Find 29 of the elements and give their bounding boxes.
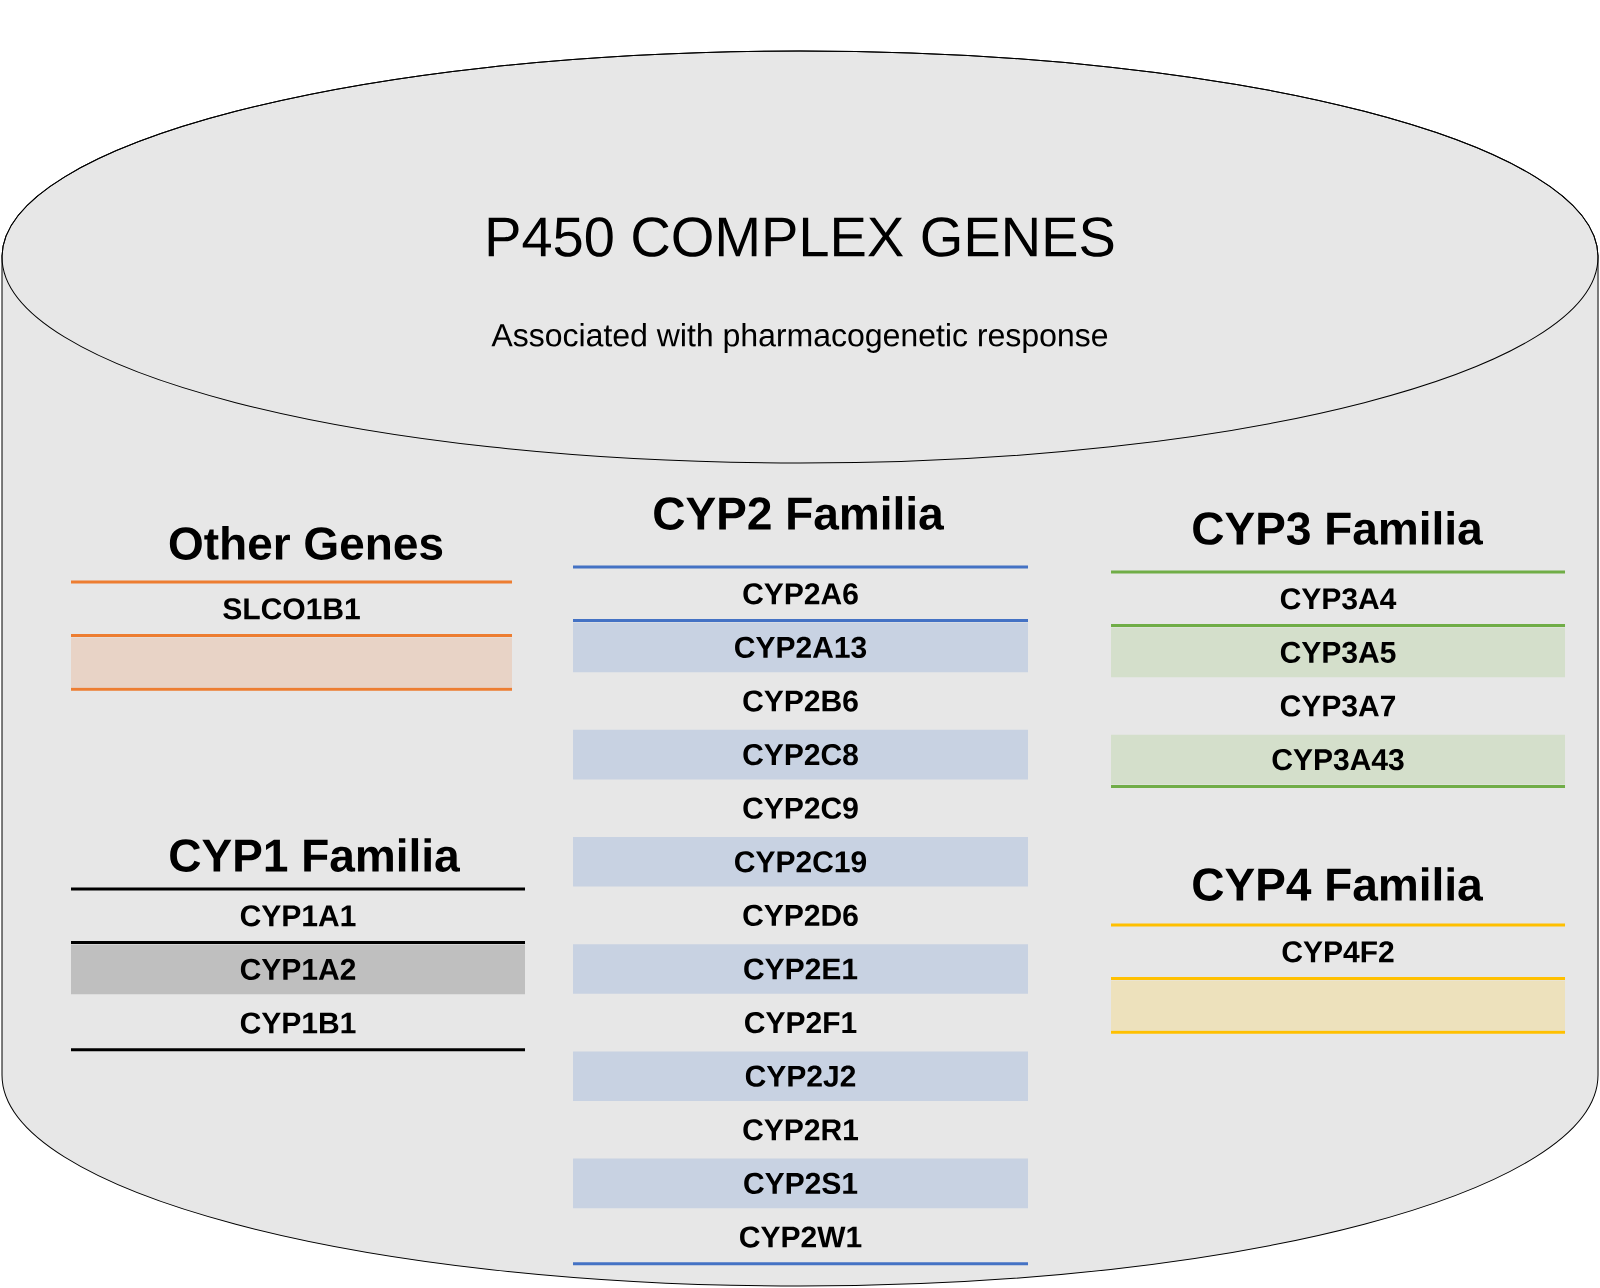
empty-row [71,637,512,688]
gene-table: CYP3 Familia [1193,511,1483,545]
table-row: CYP1A2 [71,944,525,995]
table-row: CYP2S1 [573,1158,1028,1209]
gene-table: CYP2 Familia [654,496,944,530]
table-row: CYP2J2 [573,1051,1028,1101]
table-row: CYP2C19 [573,837,1028,887]
gene-table: CYP4 Familia [1193,867,1483,901]
table-row: CYP2A6 [743,583,858,605]
table-row: CYP4F2 [1282,941,1394,963]
empty-row [1111,980,1565,1031]
table-row: SLCO1B1 [223,598,360,620]
gene-table: Other Genes [169,526,443,560]
table-row: CYP1B1 [240,1012,356,1034]
table-row: CYP3A4 [1280,588,1397,610]
table-row: CYP2W1 [740,1226,862,1248]
table-row: CYP2C9 [743,797,858,819]
table-row: CYP2R1 [743,1119,859,1141]
gene-table: CYP1 Familia [170,838,460,872]
table-row: CYP3A5 [1111,627,1565,678]
table-row: CYP2D6 [743,904,858,927]
table-row: CYP2E1 [573,944,1028,994]
table-row: CYP2B6 [743,690,858,712]
table-row: CYP3A7 [1280,695,1396,717]
table-row: CYP3A43 [1111,734,1565,785]
table-row: CYP2F1 [745,1012,857,1034]
table-row: CYP2C8 [573,729,1028,780]
table-row: CYP1A1 [240,905,356,927]
table-row: CYP2A13 [573,622,1028,673]
